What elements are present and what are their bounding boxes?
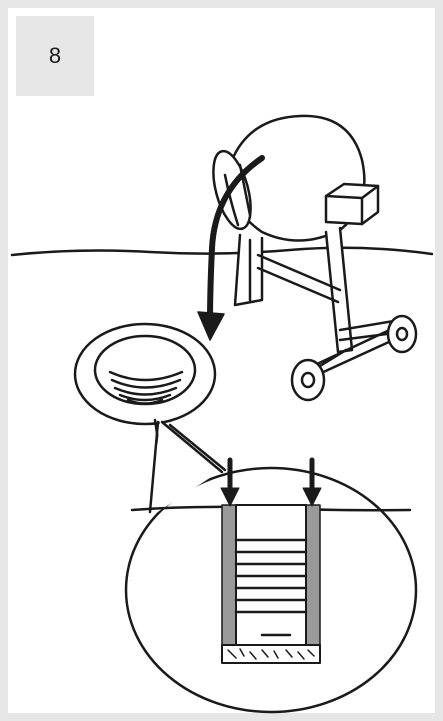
post-cross-section [222, 505, 320, 663]
ground-line [12, 248, 432, 255]
cement-mixer-icon [206, 116, 416, 400]
post-hole-icon [75, 324, 215, 424]
